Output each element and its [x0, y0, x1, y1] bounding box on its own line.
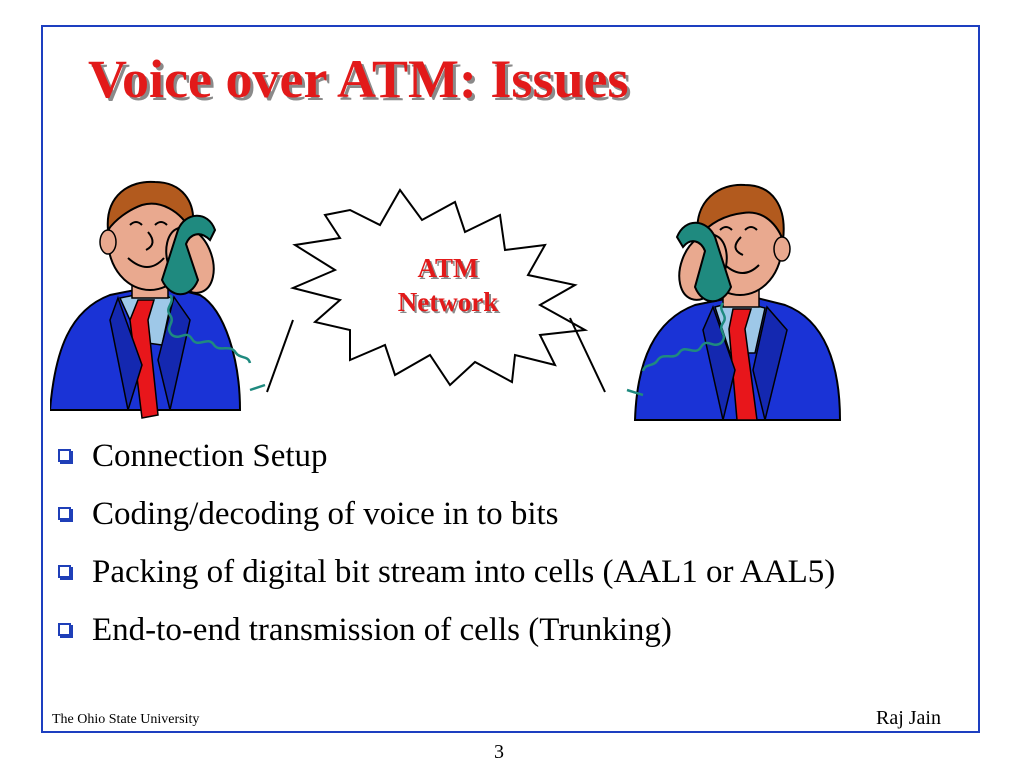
atm-label: ATM	[418, 253, 479, 283]
page-number: 3	[494, 741, 504, 763]
hollow-square-bullet-icon	[58, 449, 71, 462]
bullet-text: Coding/decoding of voice in to bits	[92, 496, 559, 532]
left-connection-line	[266, 319, 294, 393]
slide-frame	[41, 25, 980, 733]
slide-title: Voice over ATM: Issues	[88, 49, 629, 109]
footer-author: Raj Jain	[876, 707, 941, 729]
bullet-text: Connection Setup	[92, 438, 328, 474]
atm-network-starburst-icon: ATM ATM Network Network	[289, 188, 589, 387]
list-item: Packing of digital bit stream into cells…	[52, 552, 932, 592]
right-connection-line	[569, 317, 606, 393]
hollow-square-bullet-icon	[58, 623, 71, 636]
hollow-square-bullet-icon	[58, 507, 71, 520]
issue-list: Connection Setup Coding/decoding of voic…	[52, 436, 932, 668]
hollow-square-bullet-icon	[58, 565, 71, 578]
bullet-text: Packing of digital bit stream into cells…	[92, 554, 836, 590]
network-label: Network	[398, 287, 498, 317]
footer-university: The Ohio State University	[52, 712, 200, 727]
list-item: End-to-end transmission of cells (Trunki…	[52, 610, 932, 650]
svg-text:Network: Network	[400, 289, 500, 319]
list-item: Connection Setup	[52, 436, 932, 476]
voice-over-atm-illustration: ATM ATM Network Network	[50, 180, 842, 421]
right-man-on-phone-icon	[626, 183, 842, 421]
svg-text:ATM: ATM	[420, 255, 481, 285]
list-item: Coding/decoding of voice in to bits	[52, 494, 932, 534]
left-man-on-phone-icon	[50, 180, 266, 419]
bullet-text: End-to-end transmission of cells (Trunki…	[92, 612, 672, 648]
